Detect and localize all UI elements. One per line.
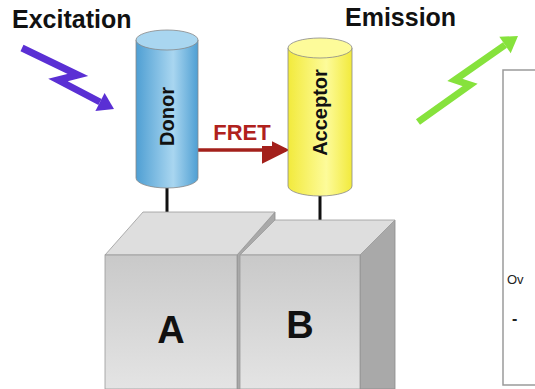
emission-head: [499, 36, 518, 53]
linker-stick: [166, 186, 169, 216]
excitation-bolt: [22, 48, 100, 102]
edge-label: FRET: [212, 120, 271, 146]
excitation-head: [95, 93, 114, 111]
node-label: B: [286, 304, 313, 347]
panel-text: Ov: [507, 272, 524, 287]
acceptor-cylinder: Acceptor: [288, 38, 352, 196]
emission-bolt: [418, 45, 505, 122]
emission-label: Emission: [345, 3, 456, 32]
excitation-label: Excitation: [12, 5, 131, 34]
panel-frame: [503, 70, 535, 385]
node-label: Donor: [155, 87, 178, 146]
node-label: Acceptor: [309, 69, 332, 156]
protein-b-cube: B: [240, 220, 395, 389]
node-label: A: [157, 309, 184, 352]
cube-shape: [240, 220, 395, 389]
panel-text: -: [512, 310, 517, 328]
donor-cylinder: Donor: [136, 30, 198, 188]
linker-stick: [319, 194, 322, 224]
fret-arrow: [198, 148, 286, 152]
